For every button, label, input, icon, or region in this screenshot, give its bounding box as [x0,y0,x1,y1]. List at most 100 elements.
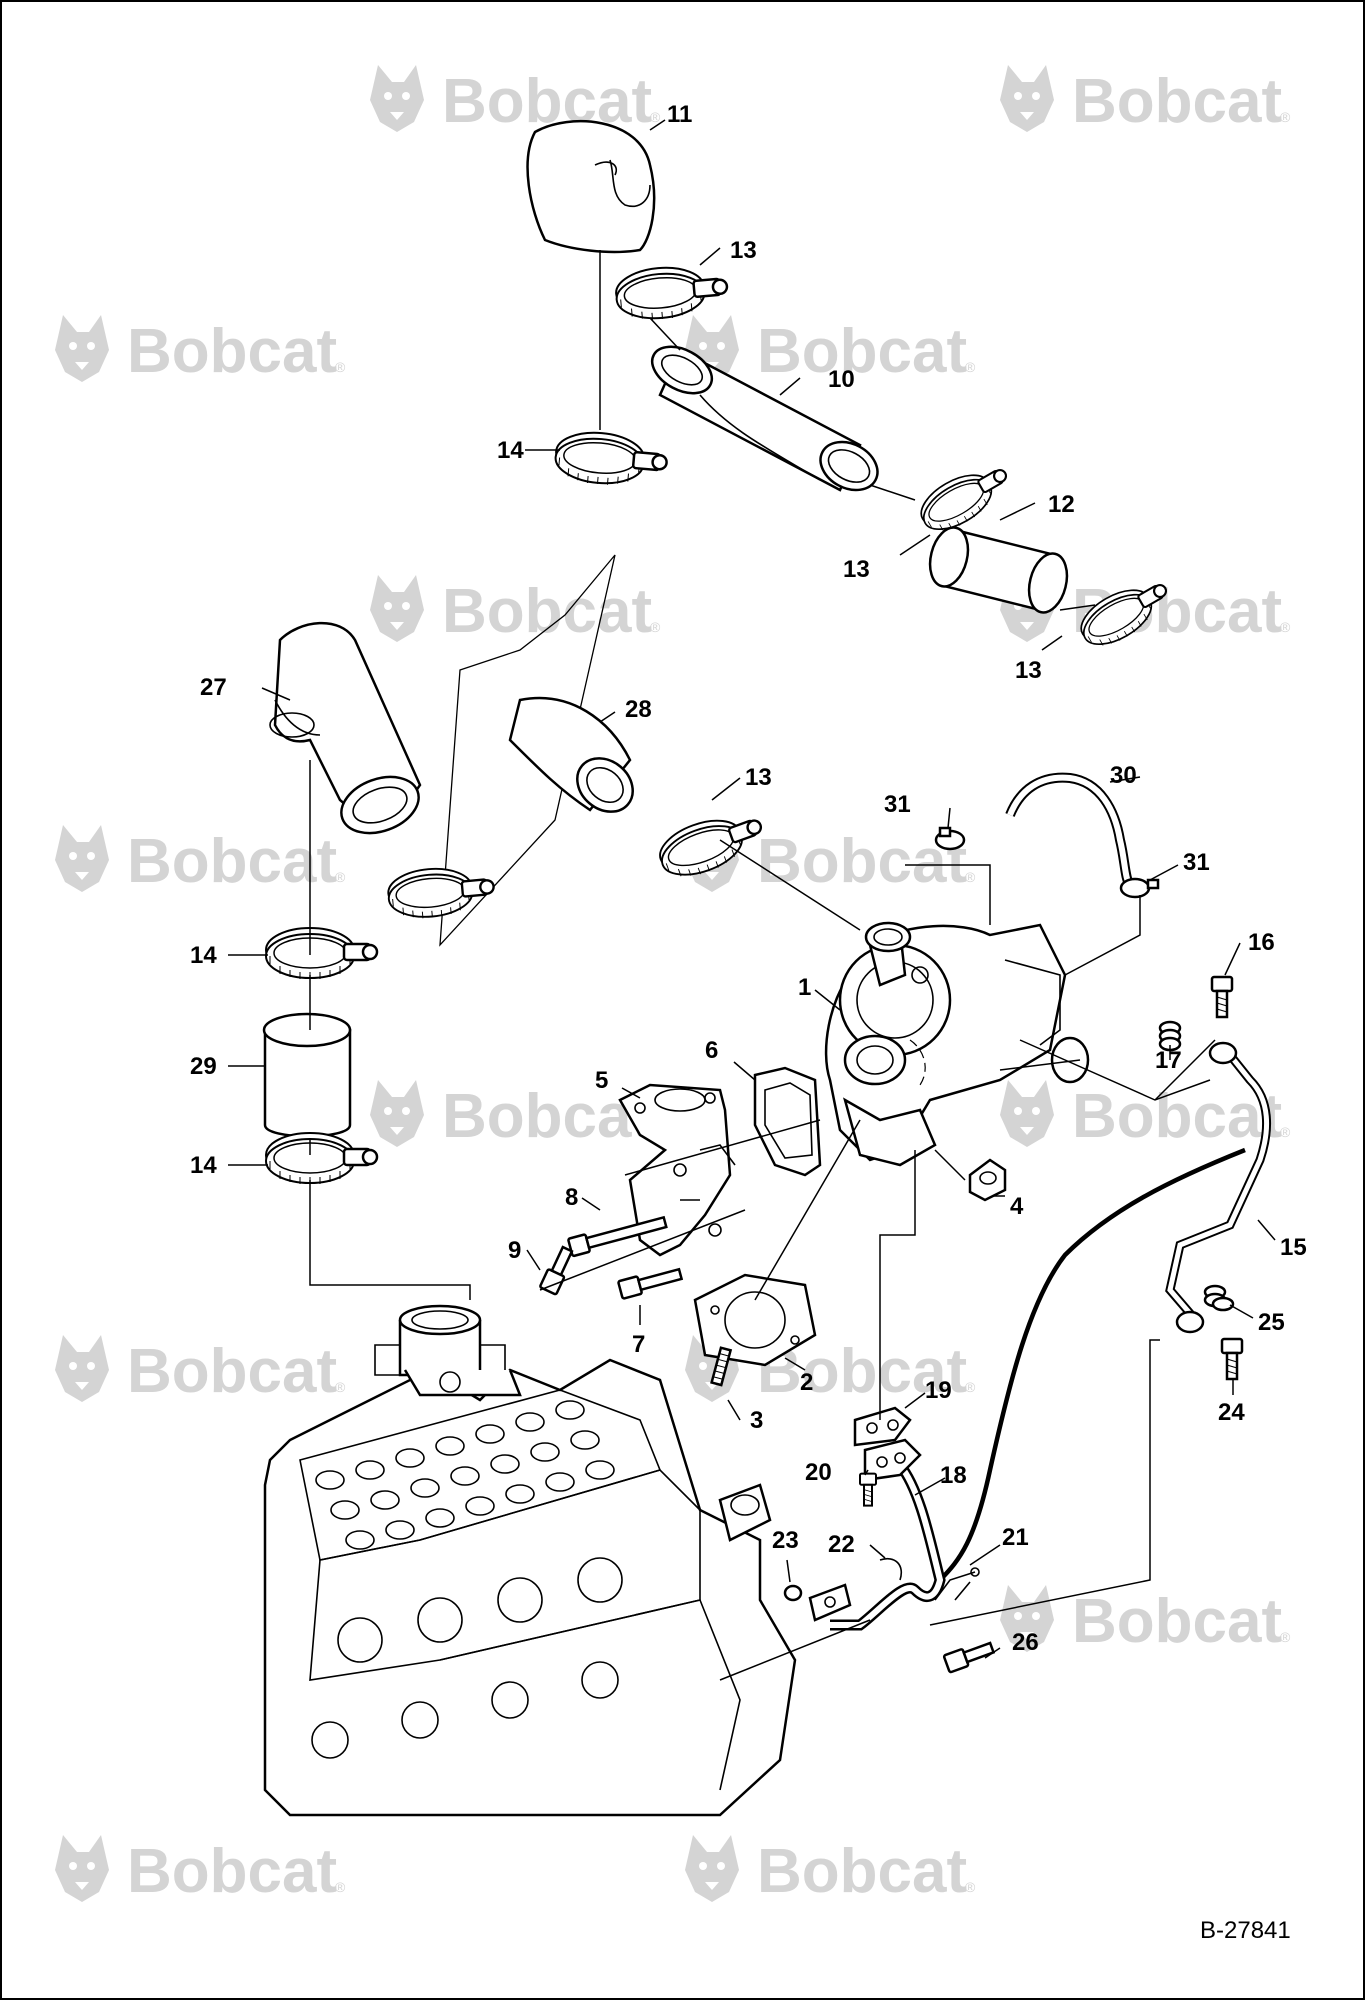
callout-6: 6 [705,1037,718,1064]
part-5-exhaust-elbow [618,1083,736,1257]
bobcat-logo-icon [685,1835,739,1902]
bobcat-watermark: Bobcat® [55,1835,346,1906]
bobcat-watermark: Bobcat® [55,825,346,896]
callout-16: 16 [1248,929,1275,956]
part-23-flange [808,1583,852,1622]
part-6-gasket [753,1066,822,1177]
part-28-hose-bend [439,554,634,947]
watermark-registered: ® [1280,109,1291,125]
watermark-registered: ® [335,869,346,885]
callout-8: 8 [565,1184,578,1211]
watermark-text: Bobcat [442,577,652,646]
watermark-registered: ® [965,869,976,885]
callout-4: 4 [1010,1193,1024,1220]
watermark-text: Bobcat [442,1082,652,1151]
watermark-registered: ® [965,1879,976,1895]
watermark-text: Bobcat [757,317,967,386]
callout-2: 2 [800,1369,813,1396]
callout-3: 3 [750,1407,763,1434]
watermark-text: Bobcat [442,67,652,136]
bobcat-watermark: Bobcat® [1000,65,1291,136]
callout-12: 12 [1048,491,1075,518]
watermark-registered: ® [1280,1124,1291,1140]
watermark-text: Bobcat [1072,1587,1282,1656]
bobcat-logo-icon [55,315,109,382]
part-29-hose-sleeve [262,1012,352,1138]
callout-29: 29 [190,1053,217,1080]
bobcat-logo-icon [370,65,424,132]
bobcat-watermark: Bobcat® [370,65,661,136]
part-15-oil-feed-tube [1165,1041,1272,1334]
assembly-lines [309,250,1216,1681]
bobcat-logo-icon [370,575,424,642]
watermark-registered: ® [335,1379,346,1395]
part-27-elbow-tube [269,621,422,835]
part-26-bolt [942,1641,996,1674]
part-19-gasket [853,1406,912,1447]
watermark-text: Bobcat [127,1337,337,1406]
bolts [539,1215,733,1387]
reference-code: B-27841 [1200,1917,1291,1944]
bobcat-watermark: Bobcat® [1000,1585,1291,1656]
callout-25: 25 [1258,1309,1285,1336]
callout-14-a: 14 [497,437,524,464]
part-4-nut [968,1158,1007,1202]
bobcat-watermark: Bobcat® [685,315,976,386]
callout-30: 30 [1110,762,1137,789]
part-31-small-clamps [934,826,1160,899]
callout-20: 20 [805,1459,832,1486]
callout-labels: 11 13 14 10 12 13 13 27 28 13 14 30 31 3… [190,101,1307,1656]
oil-line [938,1147,1246,1582]
callout-13-c: 13 [1015,657,1042,684]
watermark-registered: ® [335,1879,346,1895]
bobcat-logo-icon [55,1835,109,1902]
callout-1: 1 [798,974,811,1001]
callout-24: 24 [1218,1399,1245,1426]
watermark-text: Bobcat [127,1837,337,1906]
part-2-gasket [693,1273,817,1367]
callout-28: 28 [625,696,652,723]
part-12-hose-sleeve [928,526,1069,614]
bobcat-watermark: Bobcat® [685,1835,976,1906]
callout-27: 27 [200,674,227,701]
callout-22: 22 [828,1531,855,1558]
part-10-intake-tube [650,345,879,492]
callout-7: 7 [632,1331,645,1358]
watermark-registered: ® [650,109,661,125]
part-30-hose [1005,772,1135,889]
watermarks: Bobcat®Bobcat®Bobcat®Bobcat®Bobcat®Bobca… [55,65,1291,1906]
part-23-o-ring [783,1584,803,1602]
callout-11: 11 [667,101,692,128]
bobcat-watermark: Bobcat® [55,1335,346,1406]
watermark-registered: ® [1280,1629,1291,1645]
bobcat-watermark: Bobcat® [55,315,346,386]
part-20-bolt [858,1472,878,1507]
bobcat-watermark: Bobcat® [1000,1080,1291,1151]
callout-10: 10 [828,366,855,393]
manifold-outlet [374,1304,522,1397]
callout-13-b: 13 [843,556,870,583]
watermark-text: Bobcat [1072,1082,1282,1151]
watermark-registered: ® [335,359,346,375]
callout-leaders [228,119,1276,1659]
bobcat-watermark: Bobcat® [370,575,661,646]
callout-13-d: 13 [745,764,772,791]
callout-15: 15 [1280,1234,1307,1261]
part-22-hose-clip [879,1558,902,1581]
callout-26: 26 [1012,1629,1039,1656]
callout-17: 17 [1155,1047,1182,1074]
part-1-turbocharger [824,921,1090,1167]
callout-31-b: 31 [1183,849,1210,876]
watermark-registered: ® [650,619,661,635]
callout-23: 23 [772,1527,799,1554]
bobcat-logo-icon [1000,1080,1054,1147]
bobcat-logo-icon [370,1080,424,1147]
callout-14-b: 14 [190,942,217,969]
callout-14-c: 14 [190,1152,217,1179]
part-11-air-boot [526,120,656,254]
watermark-registered: ® [1280,619,1291,635]
watermark-text: Bobcat [757,1837,967,1906]
bobcat-logo-icon [55,825,109,892]
